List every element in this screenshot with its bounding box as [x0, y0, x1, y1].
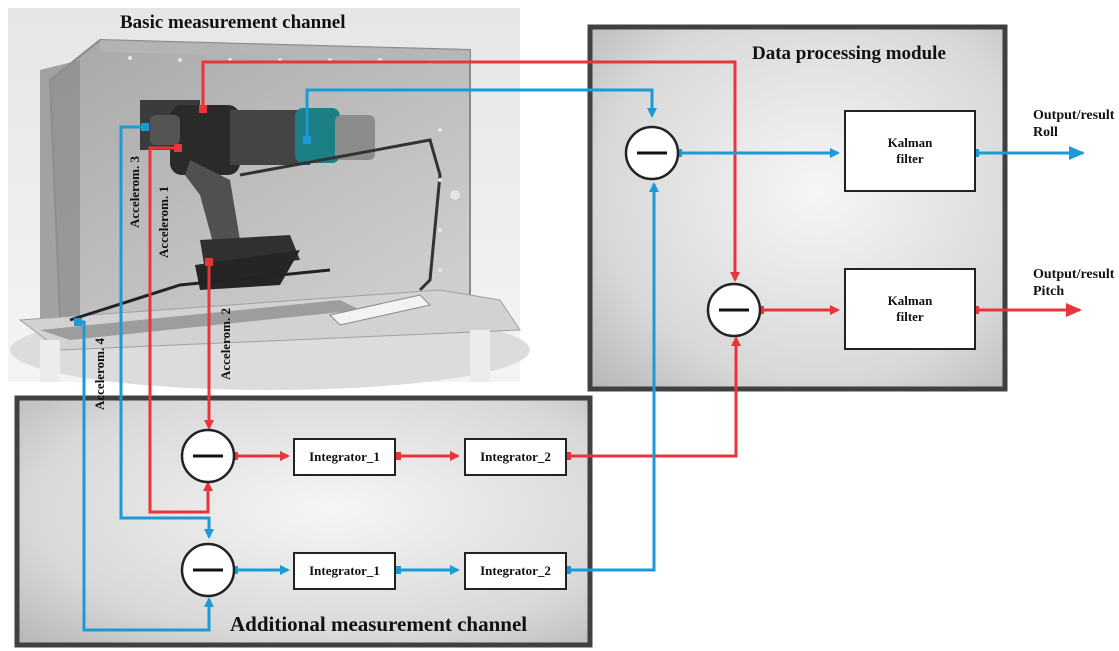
blue-line-motor-to-roll-sub [305, 88, 657, 140]
accelerometer-4-label: Accelerom. 4 [92, 338, 107, 410]
red-line-int2-to-pitch-sub [567, 336, 741, 458]
port-red-acc1-side [174, 144, 182, 152]
accelerometer-3-label: Accelerom. 3 [127, 156, 142, 228]
blue-line-acc3-to-sub2 [119, 125, 214, 539]
integrator-1-top: Integrator_1 [293, 438, 396, 476]
kalman-pitch-line2: filter [896, 309, 924, 324]
red-line-acc1-to-sub1 [148, 146, 213, 514]
output-roll-label: Output/result Roll [1033, 107, 1114, 141]
port-red-acc2 [205, 258, 213, 266]
port-blue-motor [303, 136, 311, 144]
additional-channel-panel [14, 395, 593, 648]
port-blue-int2 [563, 566, 571, 574]
port-red-int2 [563, 452, 571, 460]
port-blue-int1 [393, 566, 401, 574]
kalman-roll-line2: filter [896, 151, 924, 166]
accelerometer-2-label: Accelerom. 2 [218, 308, 233, 380]
basic-channel-title: Basic measurement channel [120, 12, 346, 33]
integrator-2-top: Integrator_2 [464, 438, 567, 476]
port-red-int1 [393, 452, 401, 460]
port-blue-acc4 [74, 318, 82, 326]
additional-channel-title: Additional measurement channel [230, 612, 528, 636]
blue-line-int2-to-roll-sub [567, 182, 659, 572]
kalman-pitch-line1: Kalman [887, 293, 933, 308]
output-roll-line2: Roll [1033, 125, 1058, 140]
port-blue-acc3 [141, 123, 149, 131]
integrator-2-bottom: Integrator_2 [464, 552, 567, 590]
device-photo [8, 8, 530, 390]
output-pitch-label: Output/result Pitch [1033, 266, 1114, 300]
output-pitch-line1: Output/result [1033, 267, 1115, 282]
red-line-acc1-to-pitch-sub [201, 60, 740, 282]
accelerometer-1-label: Accelerom. 1 [156, 186, 171, 258]
integrator-1-bottom: Integrator_1 [293, 552, 396, 590]
kalman-roll-line1: Kalman [887, 135, 933, 150]
data-module-title: Data processing module [752, 43, 946, 64]
output-pitch-line2: Pitch [1033, 284, 1065, 299]
output-roll-line1: Output/result [1033, 108, 1115, 123]
port-red-acc1-top [199, 105, 207, 113]
